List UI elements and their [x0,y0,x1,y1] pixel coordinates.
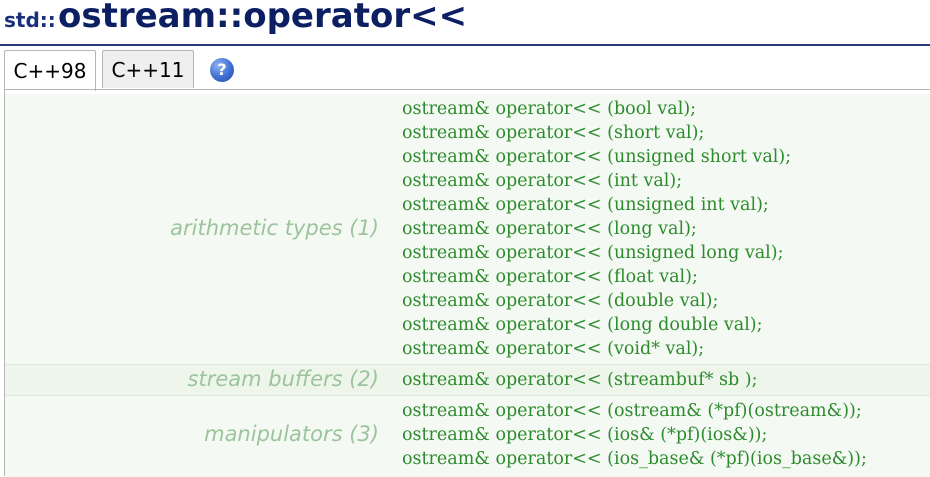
page-title: ostream::operator<< [58,0,468,36]
declaration-line: ostream& operator<< (unsigned long val); [402,243,784,263]
declaration-list: ostream& operator<< (bool val); ostream&… [402,97,791,361]
group-label-manipulators: manipulators (3) [204,422,379,446]
declaration-line: ostream& operator<< (int val); [402,171,683,191]
declaration-line: ostream& operator<< (void* val); [402,339,705,359]
group-arithmetic-types: arithmetic types (1) ostream& operator<<… [5,94,930,364]
namespace-prefix[interactable]: std:: [4,8,56,32]
tab-cpp98[interactable]: C++98 [4,50,96,91]
help-icon[interactable]: ? [210,58,234,82]
declaration-line: ostream& operator<< (bool val); [402,99,697,119]
declaration-line: ostream& operator<< (ios_base& (*pf)(ios… [402,449,867,469]
tab-cpp11[interactable]: C++11 [102,50,194,88]
group-label-arithmetic: arithmetic types (1) [170,216,379,240]
declaration-line: ostream& operator<< (double val); [402,291,719,311]
declaration-line: ostream& operator<< (ios& (*pf)(ios&)); [402,425,768,445]
group-label-stream-buffers: stream buffers (2) [187,367,379,391]
declaration-line: ostream& operator<< (unsigned int val); [402,195,769,215]
page-header: std:: ostream::operator<< [0,0,930,46]
declaration-list: ostream& operator<< (streambuf* sb ); [402,368,757,392]
group-manipulators: manipulators (3) ostream& operator<< (os… [5,396,930,477]
version-tab-bar: C++98 C++11 ? [0,46,930,91]
declaration-line: ostream& operator<< (ostream& (*pf)(ostr… [402,401,862,421]
declarations-panel: arithmetic types (1) ostream& operator<<… [4,89,930,477]
declaration-line: ostream& operator<< (float val); [402,267,698,287]
declaration-list: ostream& operator<< (ostream& (*pf)(ostr… [402,399,867,471]
declaration-line: ostream& operator<< (streambuf* sb ); [402,370,758,390]
declaration-line: ostream& operator<< (long val); [402,219,697,239]
group-stream-buffers: stream buffers (2) ostream& operator<< (… [5,364,930,396]
declaration-line: ostream& operator<< (long double val); [402,315,763,335]
declaration-line: ostream& operator<< (short val); [402,123,705,143]
declaration-line: ostream& operator<< (unsigned short val)… [402,147,792,167]
